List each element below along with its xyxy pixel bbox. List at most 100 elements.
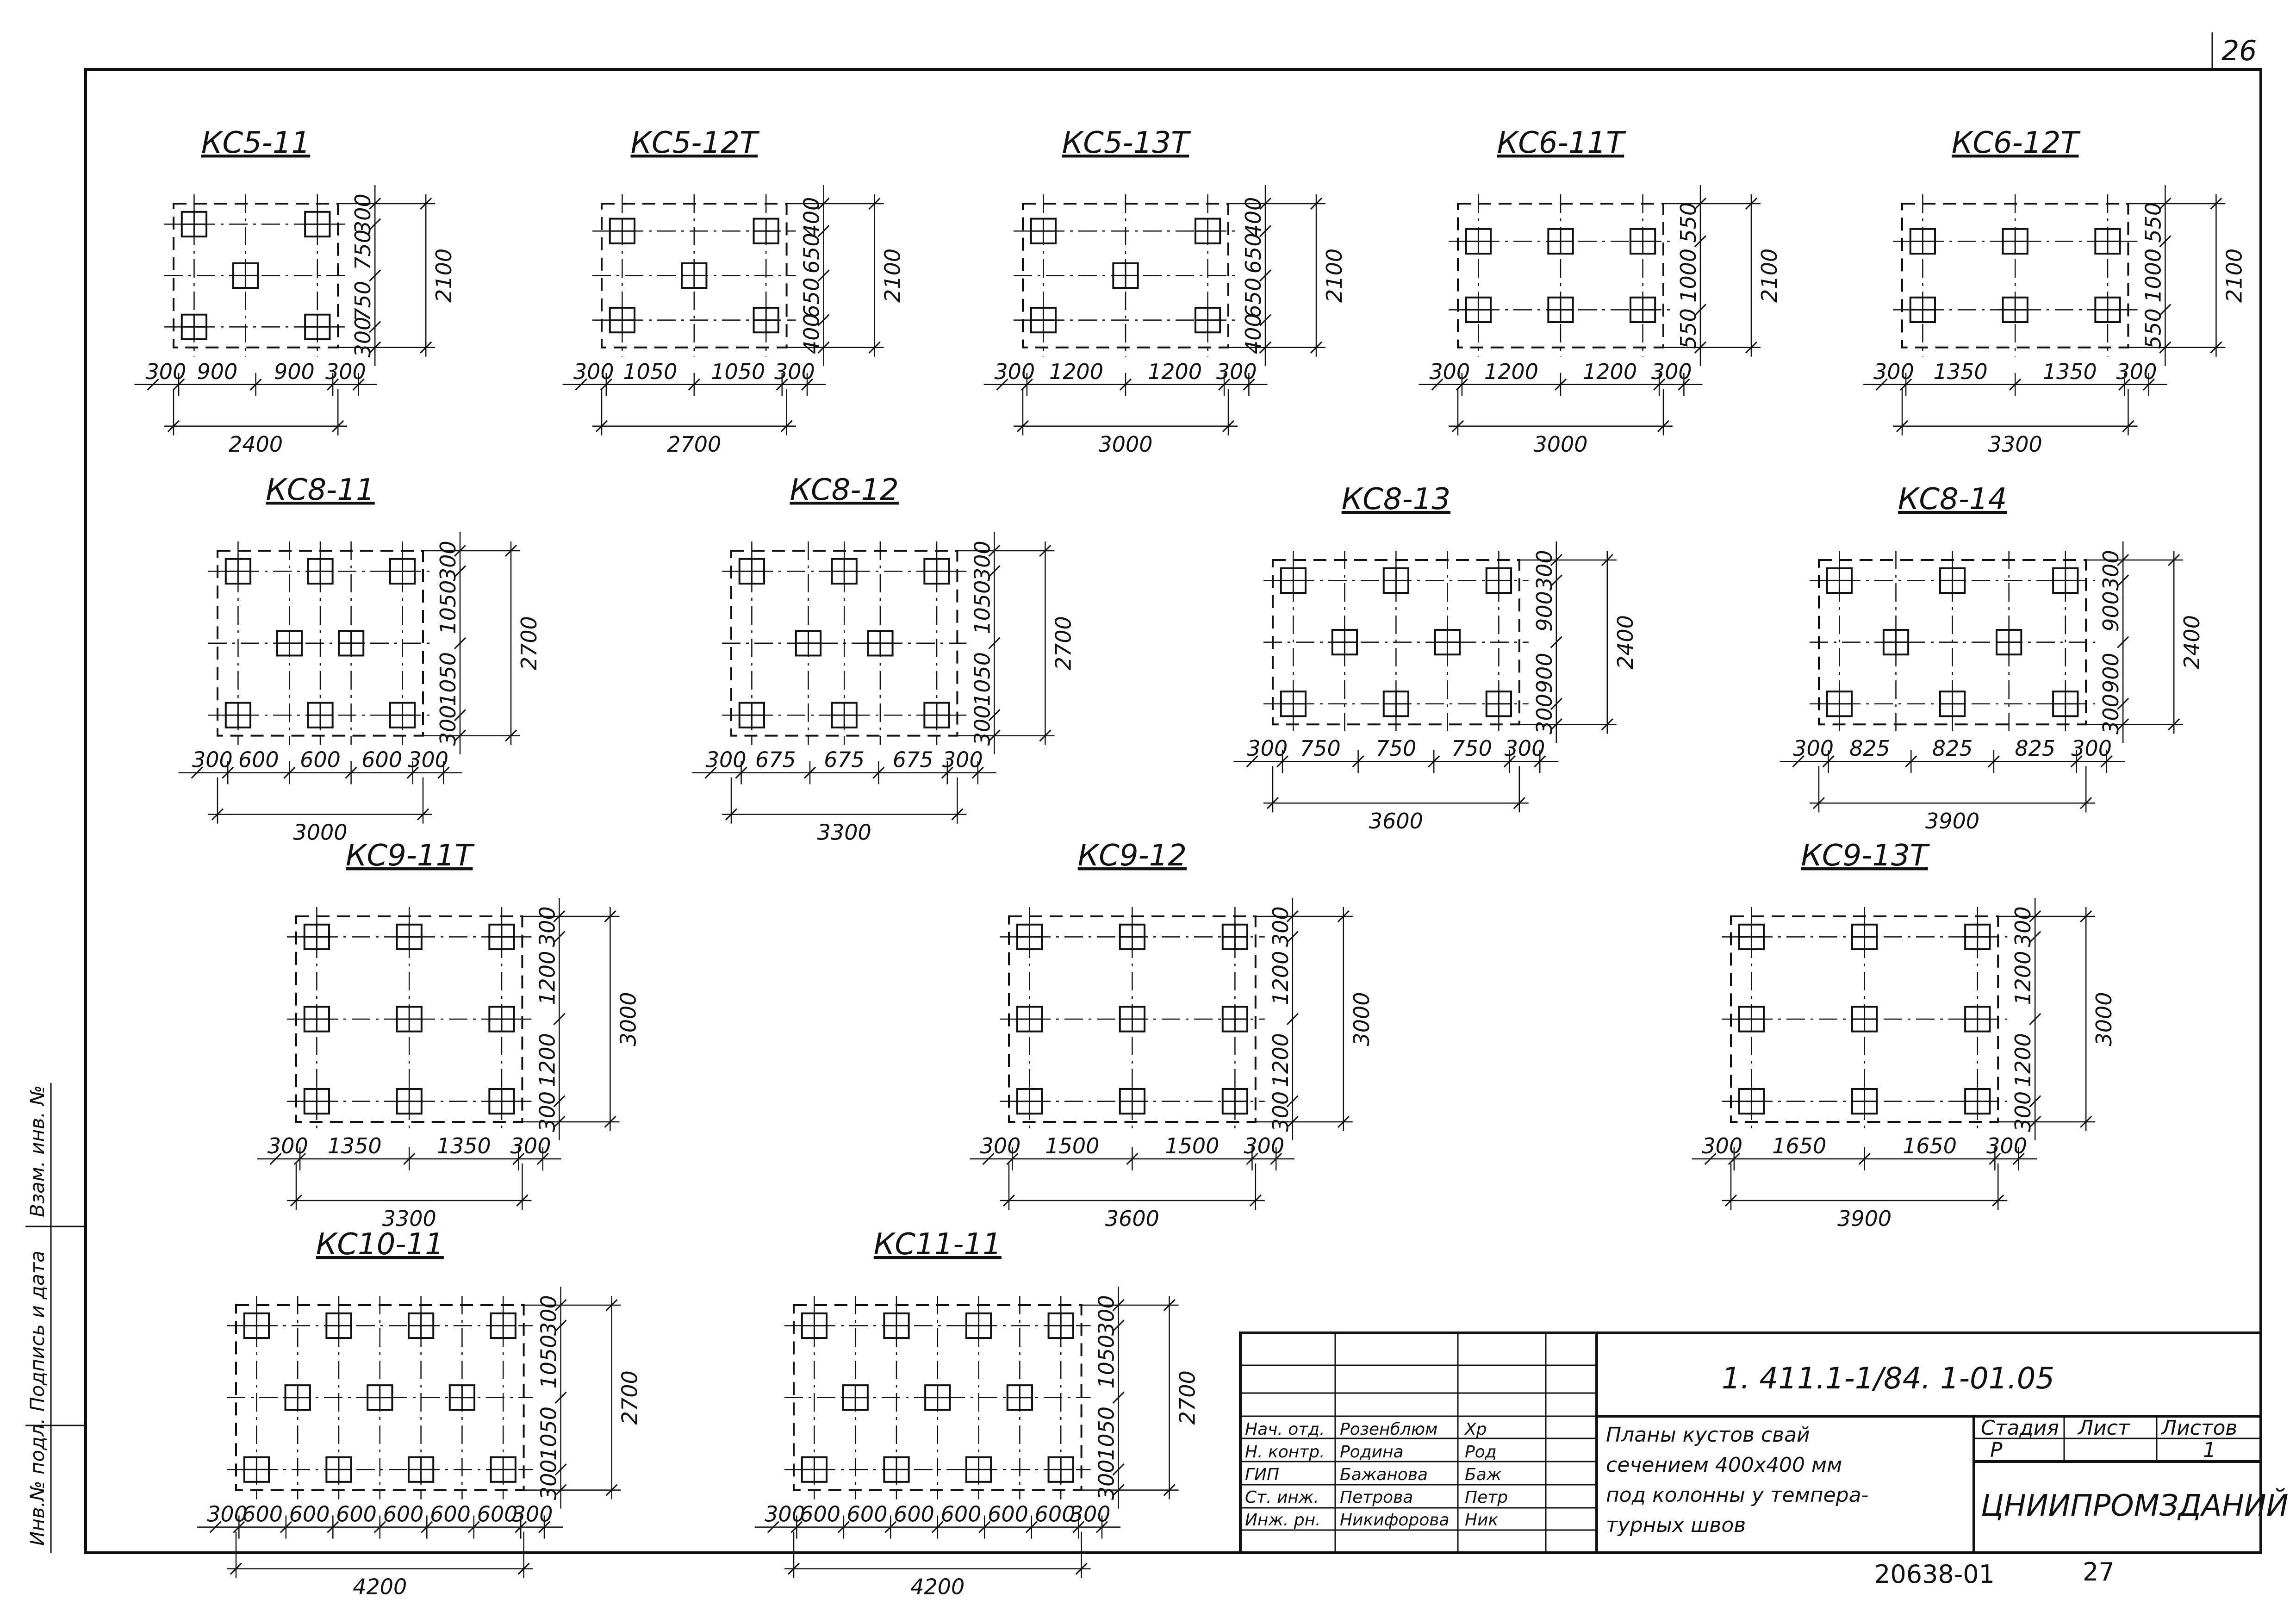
dim-total-height: 3000	[1349, 992, 1374, 1046]
dim-label: 900	[2098, 591, 2123, 632]
dim-total-width: 3300	[382, 1206, 436, 1231]
dim-tick	[1337, 1115, 1350, 1128]
cluster-title: КС10-11	[316, 1227, 444, 1262]
signature-name: Никифорова	[1340, 1511, 1450, 1530]
dim-tick	[817, 269, 830, 282]
dim-label: 675	[824, 747, 865, 772]
signature-role: Ст. инж.	[1245, 1488, 1319, 1507]
dim-tick	[369, 218, 381, 230]
stage-value: Р	[1990, 1438, 2003, 1462]
dim-tick	[553, 931, 566, 943]
dim-tick	[2117, 574, 2129, 587]
signature-mark: Род	[1465, 1443, 1497, 1462]
cluster-title: КС5-11	[201, 126, 310, 160]
dim-label: 900	[2098, 653, 2123, 693]
desc-line-2: сечением 400x400 мм	[1606, 1453, 1842, 1477]
dim-total-width: 3000	[293, 820, 347, 845]
dim-label: 300	[1505, 736, 1545, 761]
dim-tick	[553, 1013, 566, 1026]
dim-total-width: 3900	[1837, 1206, 1892, 1231]
dim-label: 300	[1986, 1133, 2027, 1158]
dim-tick	[1550, 697, 1562, 710]
dim-total-width: 2400	[229, 432, 283, 457]
dim-tick	[1601, 554, 1613, 566]
dim-label: 825	[1932, 736, 1973, 761]
dim-label: 650	[799, 278, 824, 318]
dim-label: 750	[350, 281, 375, 322]
dim-label: 825	[1849, 736, 1890, 761]
org-name: ЦНИИПРОМЗДАНИЙ	[1981, 1488, 2289, 1523]
cluster-title: КС5-13Т	[1062, 126, 1191, 160]
dim-tick	[1601, 718, 1613, 731]
sheets-header: Листов	[2160, 1416, 2237, 1440]
dim-label: 600	[847, 1502, 888, 1527]
dim-label: 1050	[436, 652, 460, 706]
dim-label: 300	[1070, 1502, 1111, 1527]
dim-tick	[1286, 931, 1299, 943]
dim-tick	[996, 378, 1008, 391]
dim-label: 600	[336, 1502, 377, 1527]
dim-label: 1350	[328, 1133, 382, 1158]
dim-label: 1500	[1045, 1133, 1099, 1158]
dim-label: 300	[2071, 736, 2112, 761]
dim-label: 600	[238, 747, 279, 772]
dim-label: 600	[1035, 1502, 1076, 1527]
dim-tick	[605, 1299, 618, 1312]
dim-label: 1050	[1094, 1406, 1119, 1461]
dim-label: 300	[207, 1502, 248, 1527]
dim-tick	[209, 1521, 222, 1533]
dim-total-width: 3000	[1533, 432, 1587, 457]
dim-tick	[1039, 544, 1052, 557]
dim-tick	[554, 1391, 567, 1404]
dim-label: 675	[893, 747, 933, 772]
archive-number: 20638-01	[1874, 1560, 1995, 1589]
dim-label: 1200	[1583, 359, 1637, 384]
dim-tick	[988, 565, 1001, 578]
dim-total-width: 3300	[817, 820, 871, 845]
left-strip: Инв.№ подл. Подпись и дата Взам. инв. №	[25, 1083, 86, 1553]
dim-label: 600	[894, 1502, 934, 1527]
dim-tick	[2168, 718, 2180, 731]
dim-label: 1000	[2140, 249, 2165, 303]
dim-total-width: 3900	[1925, 809, 1979, 834]
dim-tick	[2117, 697, 2129, 710]
dim-tick	[1310, 341, 1323, 354]
dim-tick	[2210, 341, 2222, 354]
dim-tick	[2210, 197, 2222, 210]
signature-mark: Петр	[1465, 1488, 1508, 1507]
signature-role: ГИП	[1245, 1465, 1279, 1484]
dim-label: 300	[994, 359, 1035, 384]
dim-tick	[1745, 197, 1758, 210]
dim-tick	[554, 1319, 567, 1332]
dim-total-width: 3000	[1098, 432, 1152, 457]
dim-tick	[868, 341, 881, 354]
dim-label: 1050	[970, 580, 995, 635]
dim-label: 600	[941, 1502, 982, 1527]
dim-label: 550	[2140, 202, 2165, 243]
dim-tick	[1431, 378, 1444, 391]
dim-label: 1200	[2010, 1033, 2035, 1087]
dim-label: 300	[192, 747, 233, 772]
dim-tick	[420, 197, 432, 210]
dim-label: 300	[1429, 359, 1470, 384]
sheet-value: 1	[2203, 1438, 2216, 1462]
desc-line-1: Планы кустов свай	[1606, 1423, 1810, 1447]
dim-total-height: 2100	[1757, 249, 1782, 303]
dim-label: 300	[2116, 359, 2157, 384]
dim-tick	[454, 565, 467, 578]
signature-role: Н. контр.	[1245, 1443, 1325, 1462]
cluster-title: КС8-14	[1898, 482, 2007, 516]
dim-tick	[2168, 554, 2180, 566]
dim-total-height: 2100	[1322, 249, 1347, 303]
dim-tick	[147, 378, 159, 391]
dim-total-width: 3300	[1988, 432, 2042, 457]
dim-tick	[2029, 1013, 2041, 1026]
